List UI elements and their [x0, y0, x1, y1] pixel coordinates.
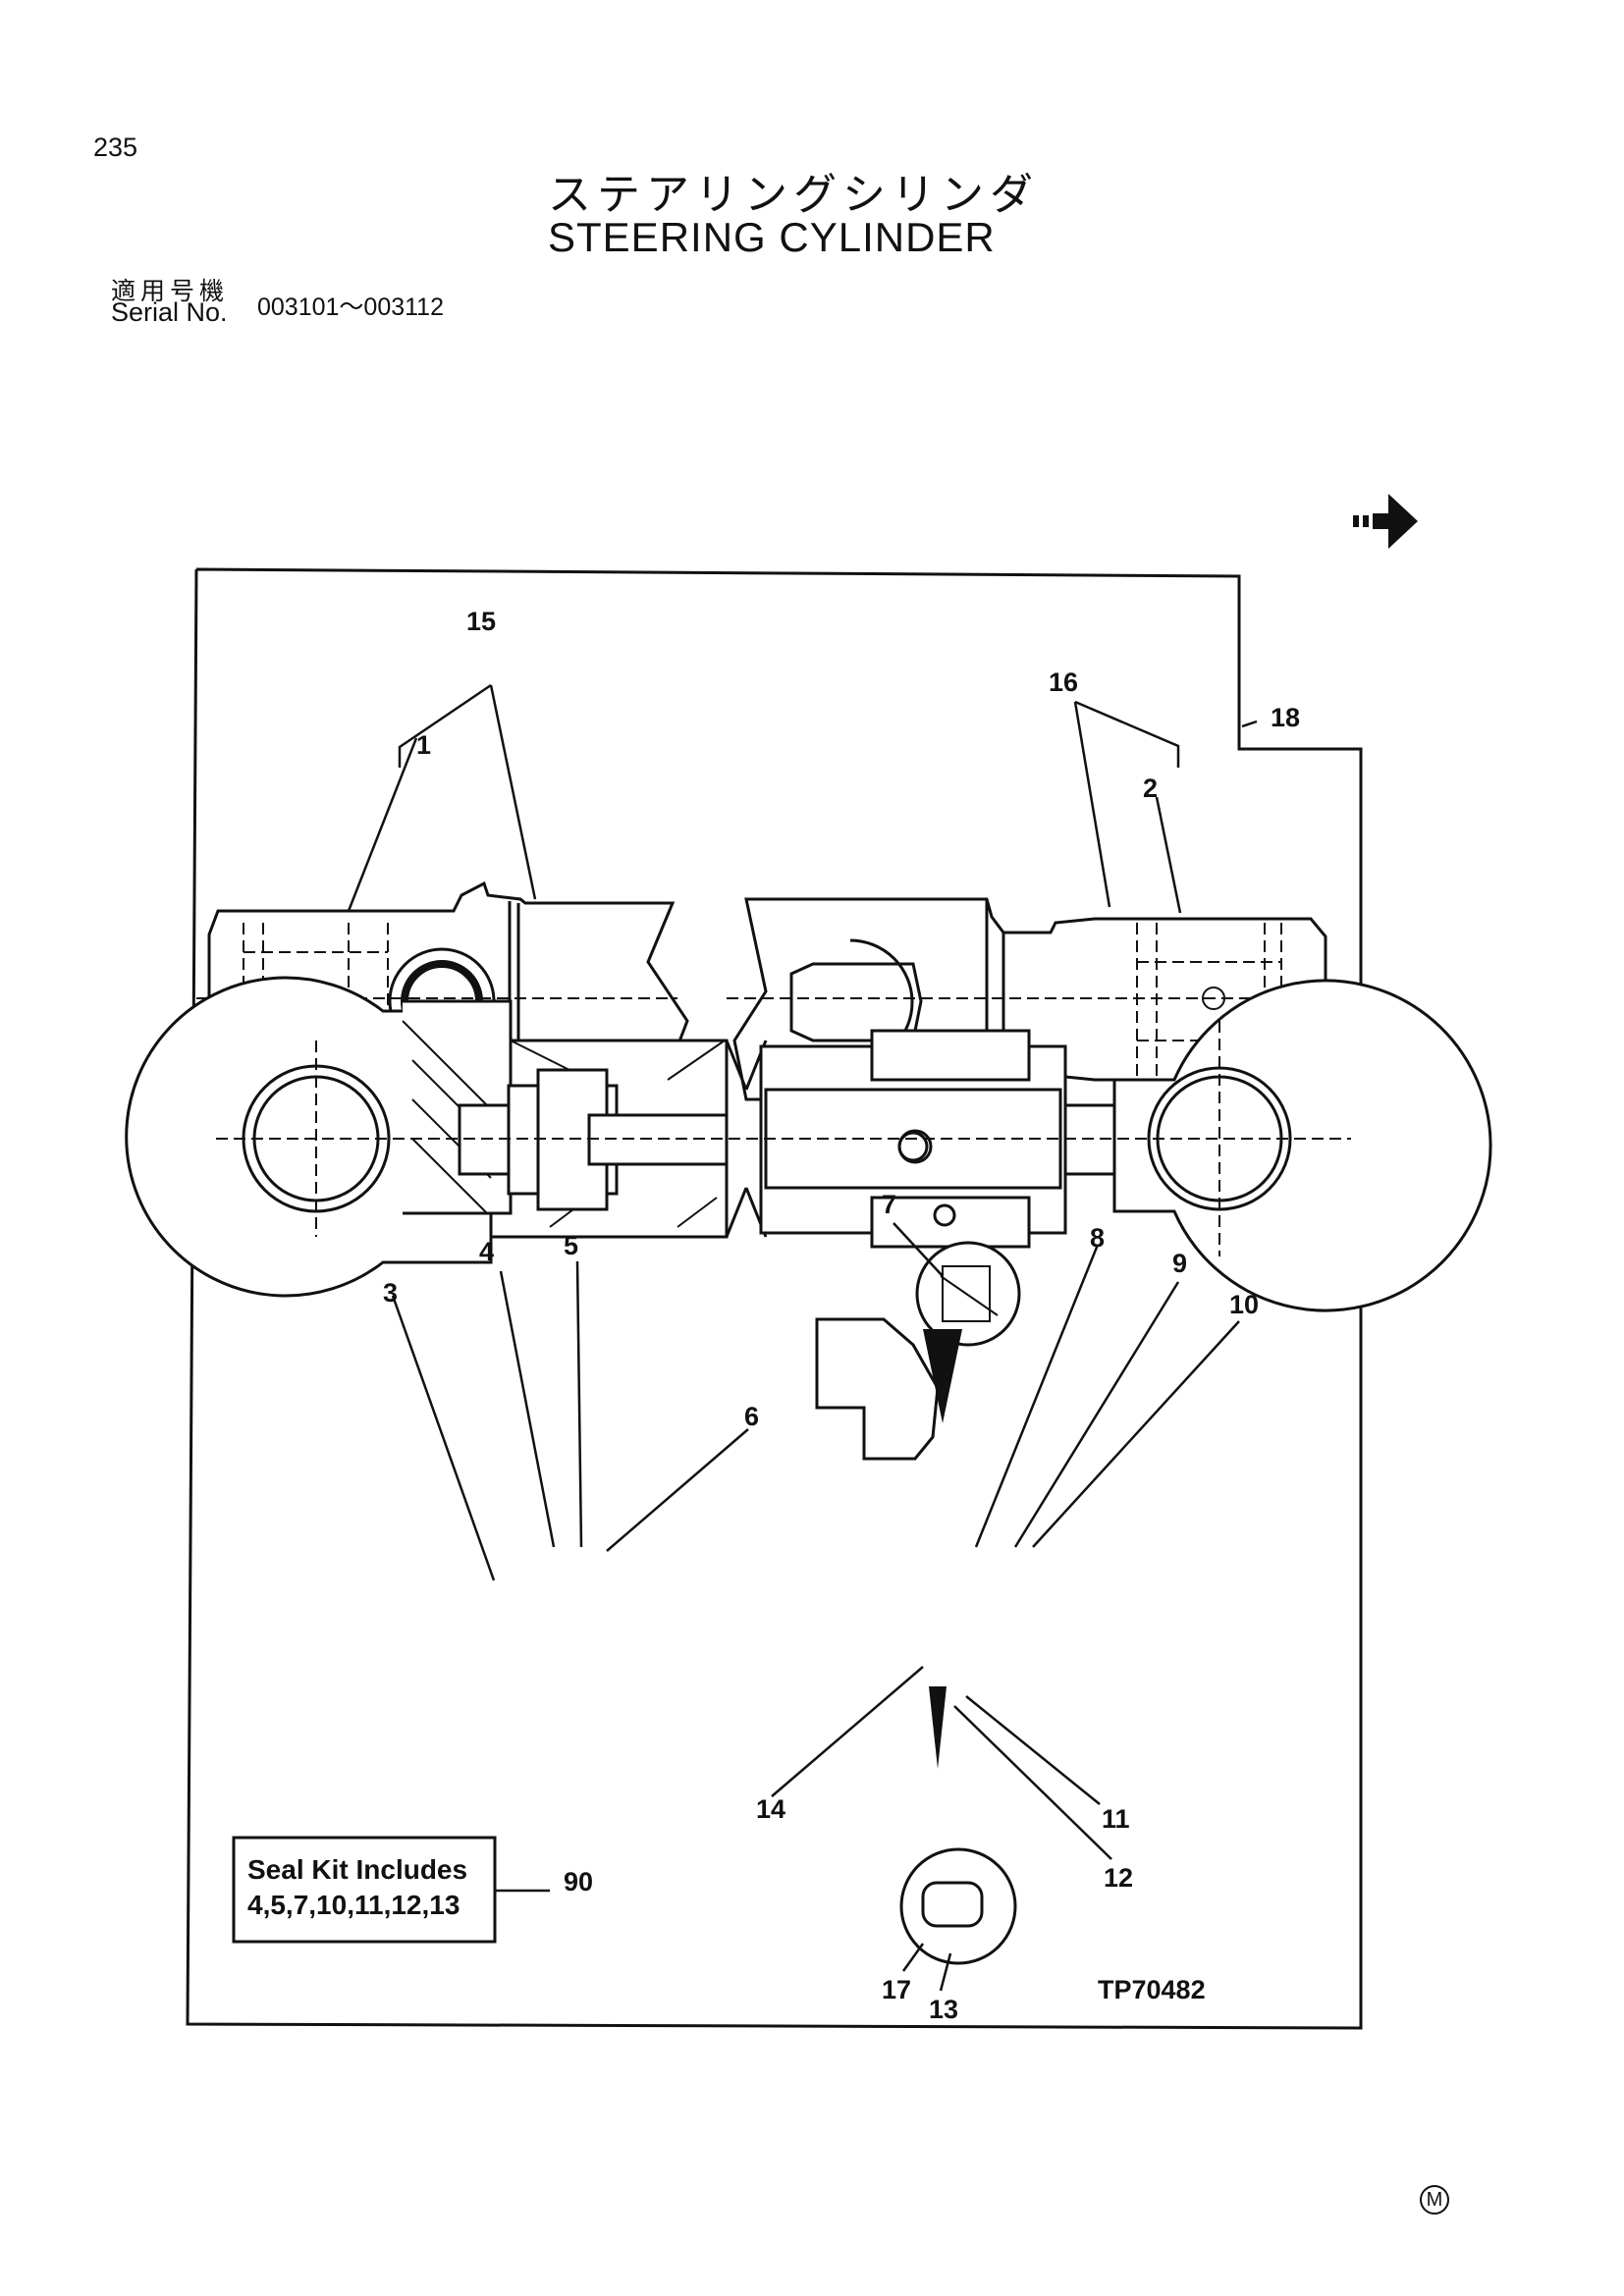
serial-label: Serial No.	[111, 297, 228, 327]
page-number: 235	[93, 133, 138, 162]
copyright-mark: M	[1420, 2185, 1449, 2215]
seal-kit-title: Seal Kit Includes	[247, 1854, 467, 1885]
diagram-frame	[186, 567, 1363, 2030]
callout-3: 3	[383, 1278, 398, 1308]
seal-detail-lower	[899, 1686, 1017, 1965]
right-rod-eye	[1112, 979, 1492, 1312]
callout-13: 13	[929, 1995, 958, 2024]
callout-16: 16	[1049, 667, 1078, 697]
callout-1: 1	[416, 730, 431, 760]
seal-kit-box	[232, 1836, 497, 1944]
callout-5: 5	[564, 1231, 578, 1260]
page-title: STEERING CYLINDER	[548, 214, 996, 260]
callout-12: 12	[1104, 1863, 1133, 1893]
next-page-arrow-icon[interactable]	[1353, 494, 1422, 554]
serial-label-japanese: 適用号機	[111, 277, 230, 305]
seal-kit-parts: 4,5,7,10,11,12,13	[247, 1890, 460, 1920]
callout-leaders	[347, 683, 1258, 1992]
left-rod-eye	[125, 976, 493, 1298]
callout-11: 11	[1102, 1804, 1130, 1834]
callout-10: 10	[1229, 1290, 1259, 1319]
callout-8: 8	[1090, 1223, 1105, 1253]
callout-9: 9	[1172, 1249, 1187, 1278]
seal-detail-upper	[915, 1241, 1021, 1423]
drawing-id: TP70482	[1098, 1975, 1206, 2004]
cylinder-section-view	[125, 976, 1492, 1461]
callout-14: 14	[756, 1794, 785, 1824]
callout-90: 90	[564, 1867, 593, 1896]
page-title-japanese: ステアリングシリンダ	[548, 170, 1039, 220]
callout-7: 7	[882, 1190, 896, 1219]
callout-18: 18	[1271, 703, 1300, 732]
callout-17: 17	[882, 1975, 911, 2004]
callout-6: 6	[744, 1402, 759, 1431]
serial-range: 003101～003112	[257, 294, 444, 321]
callout-15: 15	[466, 607, 496, 636]
callout-2: 2	[1143, 774, 1158, 803]
callout-4: 4	[479, 1237, 494, 1266]
